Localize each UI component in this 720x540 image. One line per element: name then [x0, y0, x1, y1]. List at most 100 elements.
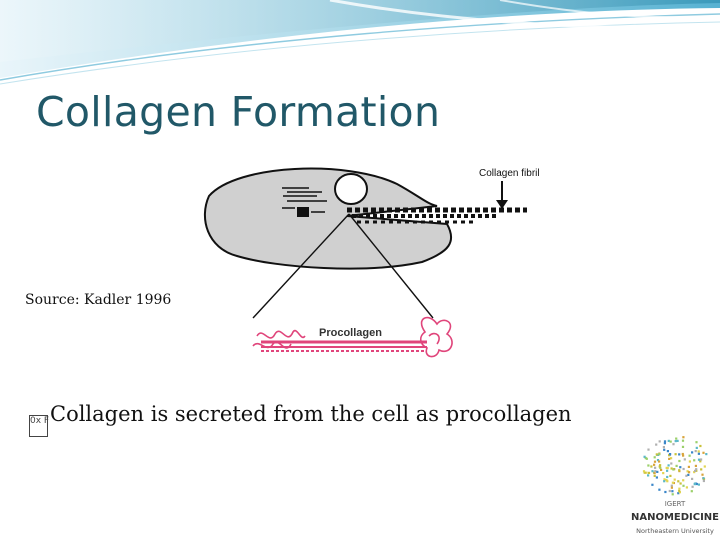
logo-dot — [647, 474, 650, 477]
logo-dot — [664, 490, 667, 494]
logo-dot — [702, 451, 705, 454]
logo-dot — [645, 471, 648, 474]
logo-dot — [659, 464, 662, 467]
logo-dot — [647, 464, 650, 467]
logo-dot — [663, 440, 667, 443]
collagen-diagram-svg: Collagen fibril Procollagen — [203, 167, 540, 358]
logo-line2: NANOMEDICINE — [630, 512, 720, 523]
logo-dot — [691, 485, 694, 488]
logo-dot — [658, 440, 661, 443]
logo-dot — [667, 439, 670, 442]
logo-dot — [666, 469, 669, 472]
logo-dot — [653, 460, 657, 463]
logo-dot — [662, 446, 665, 449]
logo-dot — [670, 457, 673, 460]
logo-dot — [668, 489, 671, 493]
slide-title: Collagen Formation — [36, 88, 441, 136]
logo-dot — [695, 482, 698, 486]
logo-dot — [682, 467, 685, 471]
logo-dot — [673, 478, 676, 481]
cell-body — [203, 167, 453, 270]
source-citation: Source: Kadler 1996 — [25, 292, 172, 308]
logo-dot — [703, 465, 706, 468]
header-banner — [0, 0, 720, 85]
logo-dot — [681, 439, 685, 442]
logo-dot — [678, 453, 681, 456]
logo-dot — [695, 468, 698, 471]
logo-dot — [645, 457, 648, 460]
logo-dot — [678, 489, 681, 492]
bullet-item: 0x FCollagen is secreted from the cell a… — [29, 402, 572, 437]
logo-dot — [653, 472, 656, 475]
logo-dot — [660, 468, 663, 471]
logo-dot — [663, 478, 666, 481]
logo-dot — [702, 479, 705, 483]
logo-dot — [687, 473, 690, 476]
logo-dot — [662, 472, 665, 475]
fibril-label: Collagen fibril — [479, 168, 540, 179]
logo-dot — [663, 448, 666, 451]
collagen-diagram: Collagen fibril Procollagen — [157, 146, 563, 374]
logo-dot — [688, 471, 691, 474]
logo-dot — [679, 466, 682, 469]
logo-dot — [654, 466, 657, 469]
logo-dot — [694, 464, 697, 467]
logo-line1: IGERT — [664, 500, 686, 508]
logo-dot — [677, 480, 680, 483]
logo-dot — [695, 441, 698, 444]
logo-dot — [682, 484, 685, 487]
logo-dot — [687, 465, 690, 468]
logo-dot — [677, 492, 680, 495]
logo-dot — [643, 455, 646, 458]
logo-dot — [654, 470, 657, 473]
golgi-apparatus — [282, 187, 327, 202]
logo-dot — [705, 453, 708, 456]
logo-dot — [665, 479, 668, 482]
logo-dot — [666, 475, 669, 479]
logo-dot — [651, 483, 654, 486]
logo-dot — [670, 467, 673, 470]
logo-dot — [672, 443, 675, 446]
logo-dot — [659, 466, 662, 469]
logo-dot — [702, 477, 705, 480]
logo-dot — [694, 450, 697, 453]
logo-dot — [700, 468, 703, 471]
logo-dot — [674, 440, 677, 443]
logo-dot — [670, 486, 673, 489]
logo-dots-icon — [642, 436, 708, 496]
logo-dot — [678, 491, 681, 494]
logo-dot — [642, 470, 646, 473]
logo-dot — [685, 486, 688, 489]
logo-dot — [671, 493, 674, 496]
logo-dot — [666, 450, 669, 453]
logo-dot — [643, 471, 646, 474]
logo-dot — [658, 488, 661, 491]
logo-dot — [675, 464, 678, 467]
logo-dot — [656, 459, 660, 462]
logo-dot — [658, 460, 661, 463]
logo-dot — [699, 460, 702, 463]
logo-dot — [688, 460, 691, 463]
logo-dot — [666, 467, 669, 470]
logo-dot — [681, 452, 684, 456]
logo-dot — [655, 476, 658, 479]
logo-dot — [701, 473, 704, 476]
logo-dot — [653, 463, 656, 466]
logo-dot — [655, 453, 658, 456]
logo-dot — [651, 470, 654, 473]
procollagen-label: Procollagen — [319, 327, 382, 339]
logo-dot — [688, 454, 691, 457]
logo-dot — [697, 452, 700, 455]
logo-dot — [693, 459, 696, 462]
logo-dot — [697, 450, 700, 453]
logo-line3: Northeastern University — [636, 527, 714, 535]
logo-dot — [663, 442, 666, 445]
logo-dot — [670, 484, 673, 487]
logo-dot — [671, 490, 674, 493]
logo-dot — [678, 459, 681, 463]
logo-dot — [671, 481, 674, 484]
logo-dot — [686, 470, 689, 473]
logo-dot — [667, 464, 670, 467]
logo-dot — [653, 474, 656, 477]
vesicle — [297, 207, 309, 217]
